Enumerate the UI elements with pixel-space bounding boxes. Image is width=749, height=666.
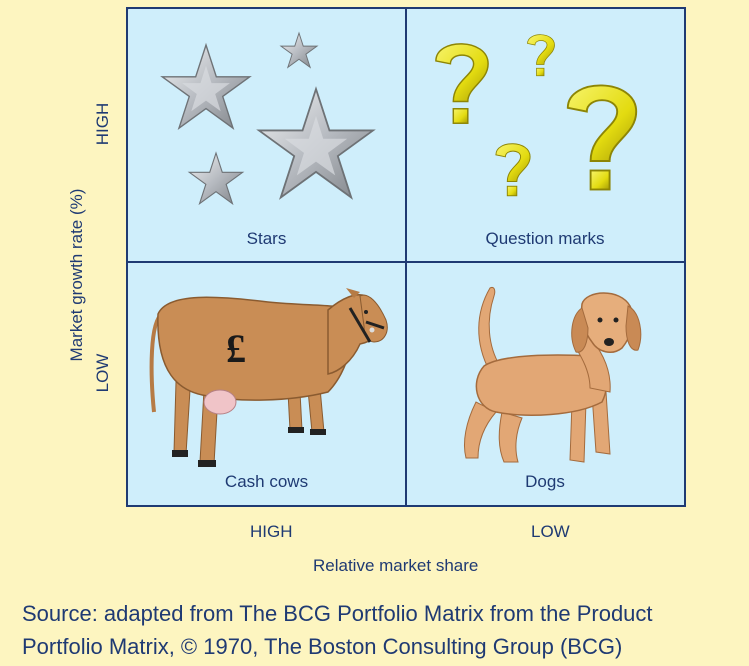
- question-mark-icon: [435, 34, 638, 197]
- cow-icon: £: [149, 288, 388, 467]
- cash-cows-quadrant: £ Cash cows: [128, 262, 406, 505]
- x-axis-title: Relative market share: [313, 556, 479, 575]
- source-caption: Source: adapted from The BCG Portfolio M…: [22, 601, 653, 659]
- y-axis-high: HIGH: [93, 102, 112, 146]
- question-mark-small-top: [527, 34, 555, 77]
- star-large: [256, 86, 376, 200]
- stars-quadrant: Stars: [128, 9, 406, 262]
- question-mark-medium: [435, 43, 489, 124]
- star-tiny: [279, 31, 319, 69]
- star-icon: [128, 9, 376, 206]
- bcg-matrix: Stars: [126, 7, 686, 507]
- y-axis-low: LOW: [93, 353, 112, 393]
- x-axis-low: LOW: [531, 522, 570, 541]
- star-medium: [160, 42, 252, 131]
- cash-cows-label: Cash cows: [224, 472, 309, 491]
- question-mark-large: [566, 84, 638, 191]
- dog-icon: [463, 287, 642, 463]
- star-small: [187, 151, 245, 206]
- horizontal-divider: [128, 261, 684, 263]
- stars-label: Stars: [246, 229, 287, 248]
- vertical-divider: [405, 9, 407, 505]
- y-axis-title: Market growth rate (%): [67, 188, 86, 362]
- question-mark-small-bottom: [495, 143, 531, 197]
- dogs-quadrant: Dogs: [406, 262, 684, 505]
- question-marks-quadrant: Question marks: [406, 9, 684, 262]
- dogs-label: Dogs: [525, 472, 565, 491]
- question-marks-label: Question marks: [485, 229, 605, 248]
- pound-sign: £: [226, 326, 246, 371]
- x-axis-high: HIGH: [250, 522, 293, 541]
